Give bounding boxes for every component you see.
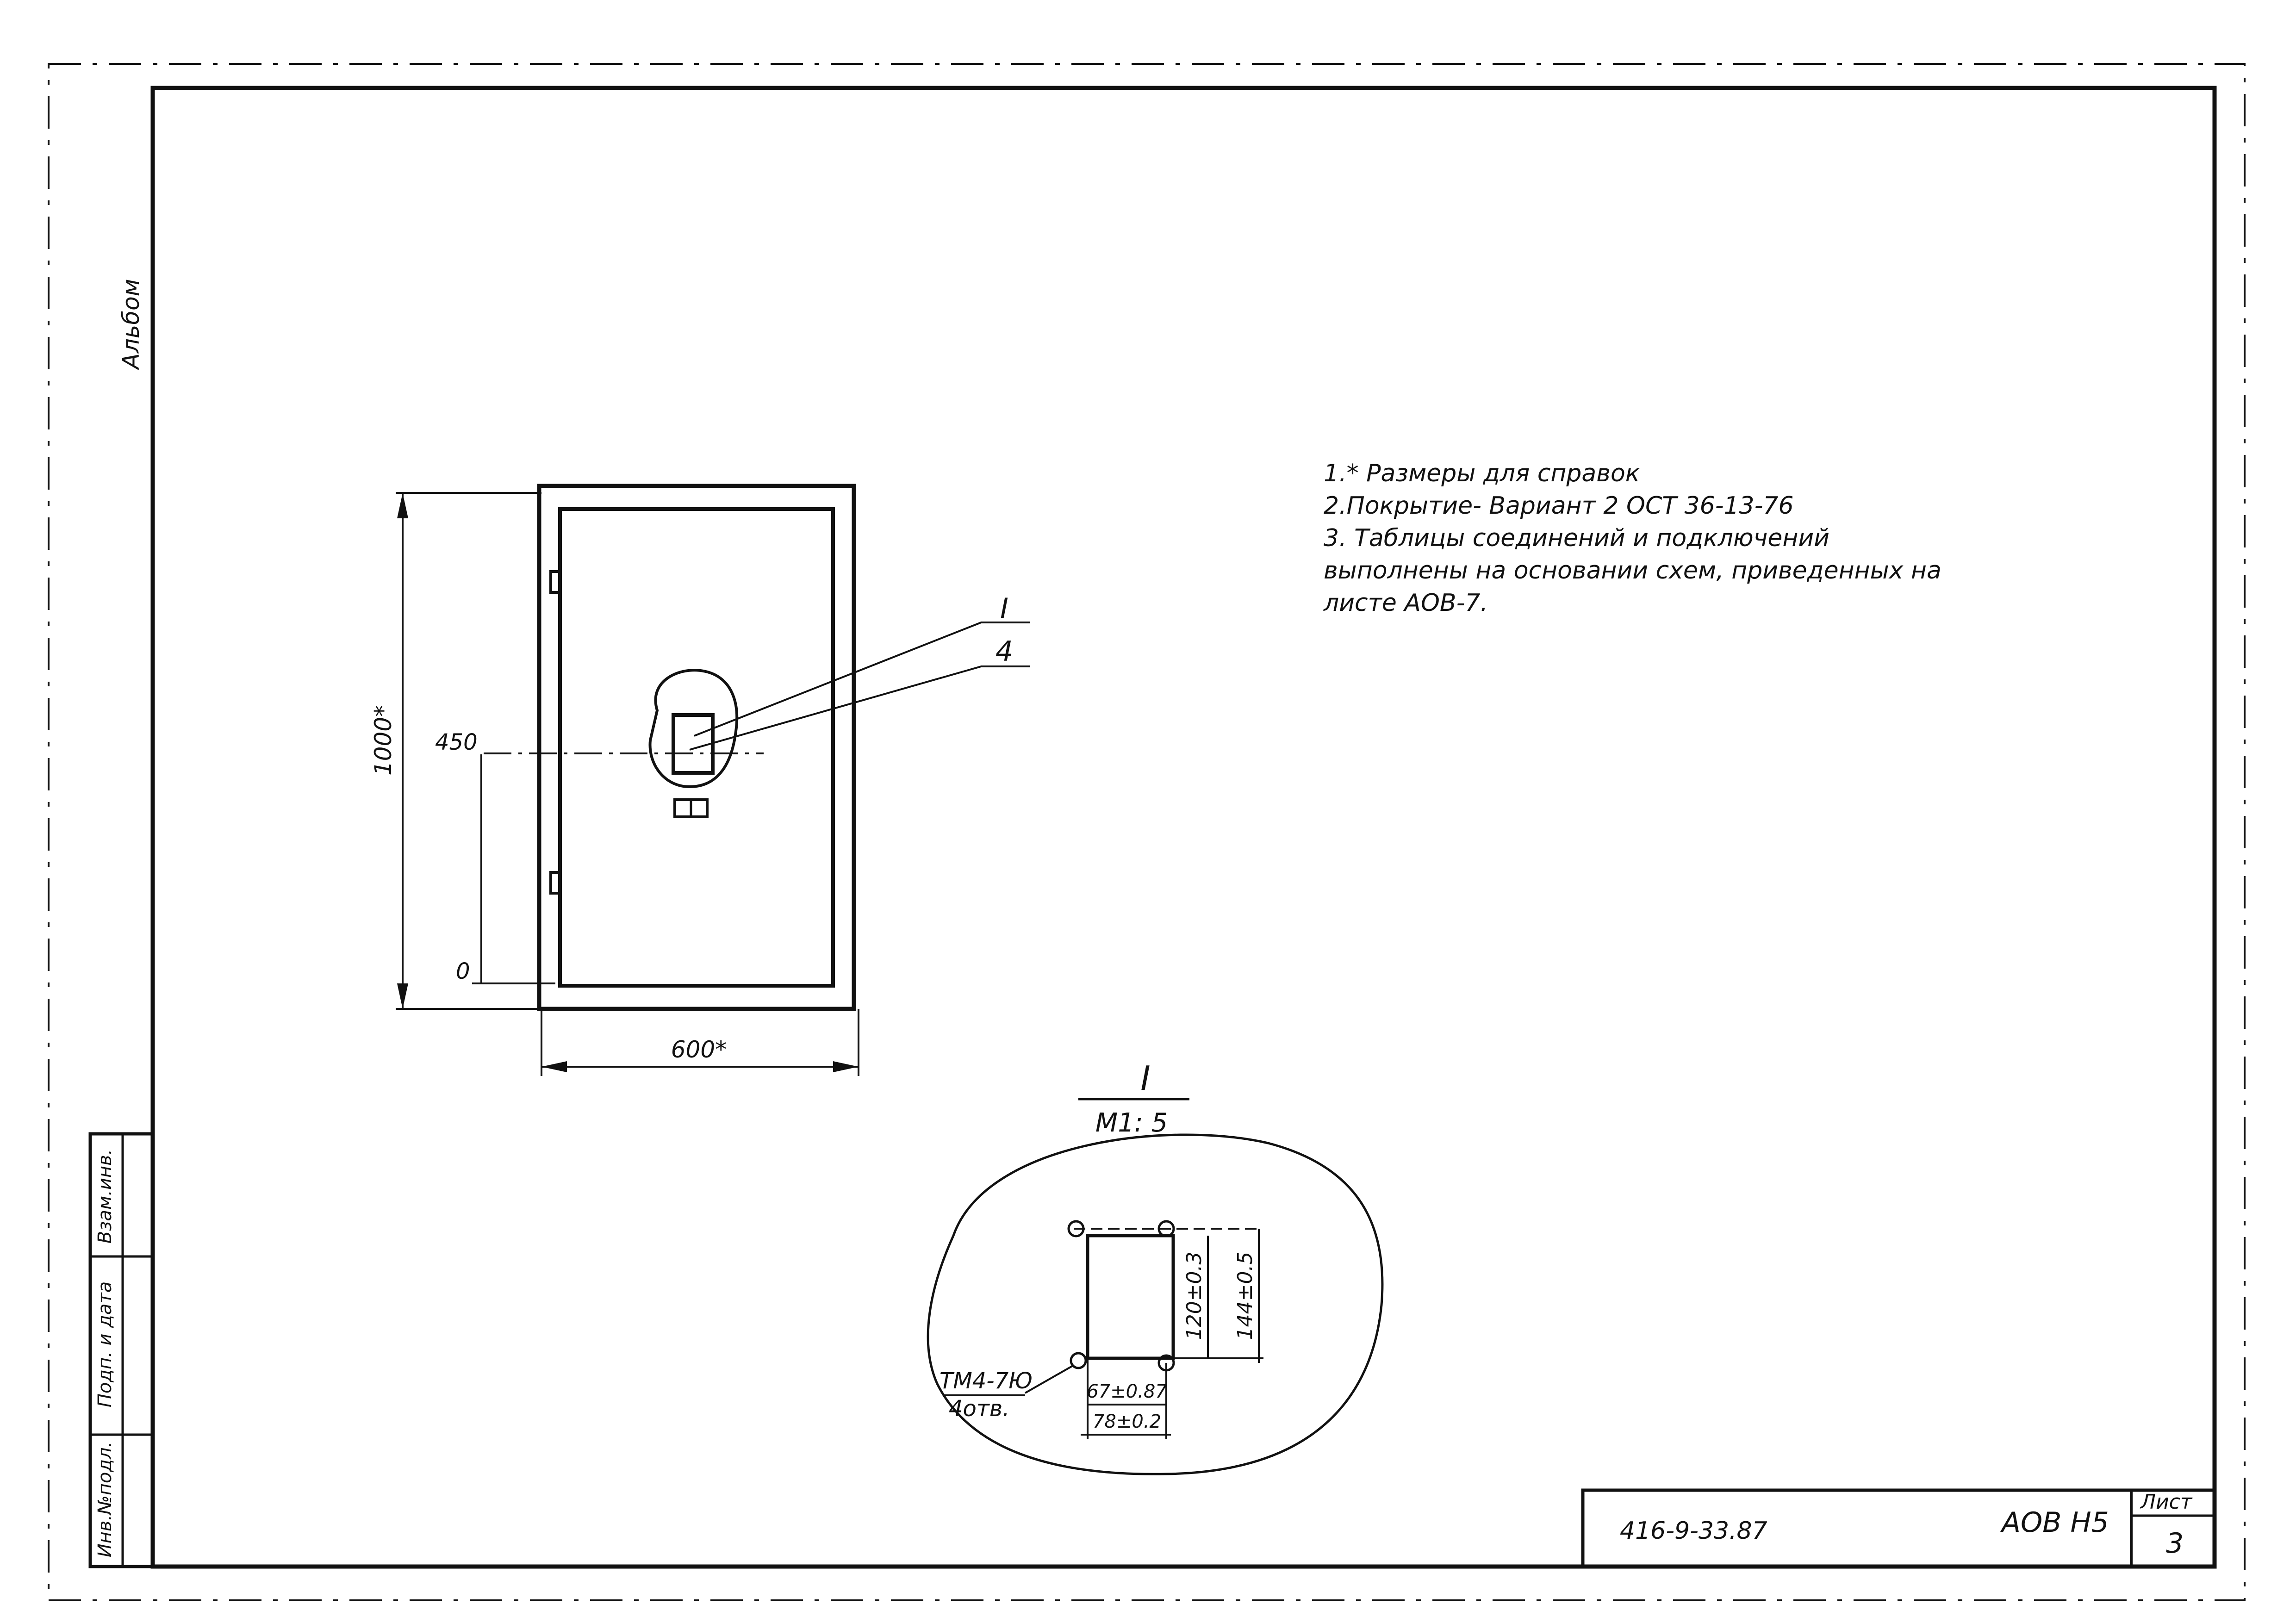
- mounting-hole: [1157, 1220, 1175, 1237]
- side-stamp-block: Взам.инв. Подп. и дата Инв.№подл.: [88, 1132, 155, 1568]
- trim-border: [48, 63, 2246, 1601]
- stamp-original-inv: Инв.№подл.: [94, 1442, 116, 1558]
- dim-78: 78±0.2: [1093, 1411, 1161, 1432]
- stamp-signature-date: Подп. и дата: [94, 1281, 116, 1407]
- detail-title: I: [1140, 1059, 1150, 1098]
- note-3-line3: листе АОВ-7.: [1323, 589, 1488, 617]
- stamp-replacement-inv: Взам.инв.: [94, 1149, 116, 1244]
- height-dimension: 1000*: [370, 705, 397, 776]
- notes-block: 1.* Размеры для справок 2.Покрытие- Вари…: [1323, 460, 1941, 617]
- dim-144: 144±0.5: [1233, 1252, 1257, 1340]
- note-3: 3. Таблицы соединений и подключений: [1324, 524, 1829, 552]
- thread-label: ТМ4-7Ю: [940, 1368, 1033, 1394]
- mounting-hole: [1070, 1352, 1087, 1369]
- level-450: 450: [435, 729, 478, 755]
- detail-cutout: [1086, 1234, 1175, 1360]
- level-0: 0: [456, 958, 470, 984]
- sheet-number: 3: [2166, 1527, 2184, 1560]
- drawing-designation: АОВ Н5: [2000, 1506, 2109, 1539]
- cabinet-front-view: 450 0 1000* 600* I 4: [370, 484, 1030, 1076]
- dim-67: 67±0.87: [1087, 1381, 1167, 1402]
- note-3-line2: выполнены на основании схем, приведенных…: [1324, 557, 1941, 585]
- note-1: 1.* Размеры для справок: [1324, 460, 1640, 487]
- note-2: 2.Покрытие- Вариант 2 ОСТ 36-13-76: [1324, 492, 1794, 520]
- callout-section-i: I: [1000, 592, 1008, 625]
- width-dimension: 600*: [671, 1036, 727, 1063]
- mounting-hole: [1067, 1220, 1085, 1237]
- hinge-bottom: [549, 871, 561, 895]
- dim-120: 120±0.3: [1182, 1252, 1206, 1340]
- callout-item-4: 4: [996, 635, 1013, 668]
- detail-scale: M1: 5: [1095, 1108, 1168, 1138]
- hinge-top: [549, 570, 561, 594]
- drawing-frame: [150, 86, 2217, 1569]
- detail-view-i: I M1: 5 120±0.3 144±0.5 67±0.87 78±0.2 Т…: [927, 1059, 1384, 1475]
- title-block: 416-9-33.87 АОВ Н5 Лист 3: [1581, 1488, 2215, 1567]
- detail-outline: [927, 1133, 1384, 1475]
- holes-label: 4отв.: [949, 1396, 1009, 1422]
- project-code: 416-9-33.87: [1620, 1517, 1767, 1545]
- lock-outline: [648, 669, 739, 789]
- sheet-label: Лист: [2140, 1490, 2193, 1514]
- album-label: Альбом: [118, 279, 144, 371]
